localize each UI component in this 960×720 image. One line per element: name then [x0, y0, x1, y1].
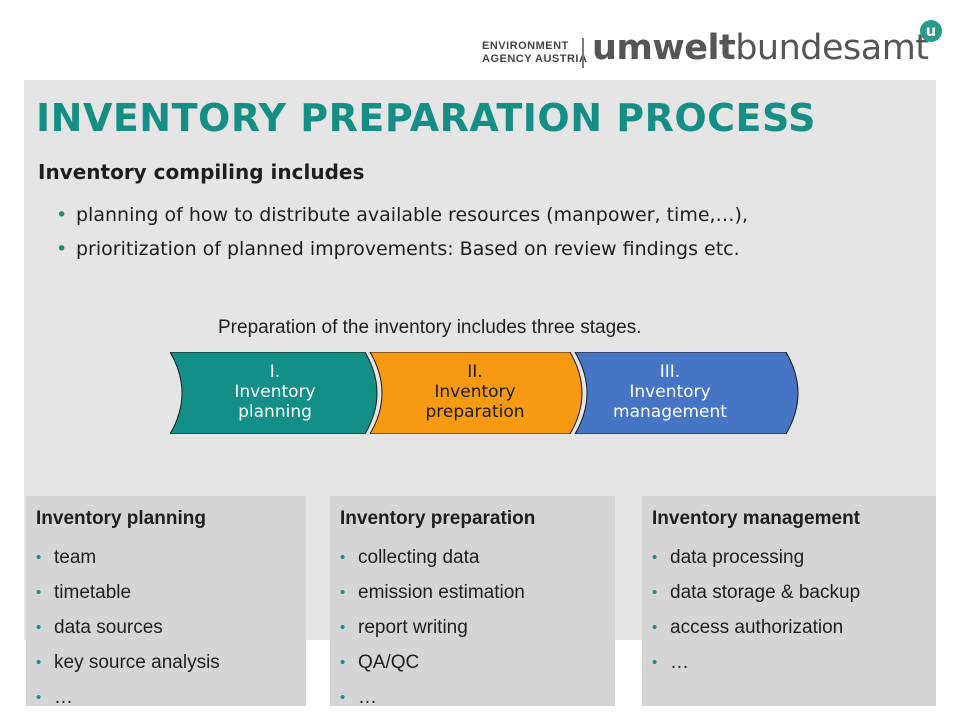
- planning-box-list: team timetable data sources key source a…: [34, 540, 220, 715]
- list-item: team: [34, 540, 220, 575]
- list-item: collecting data: [338, 540, 525, 575]
- stages-diagram: I. Inventory planning II. Inventory prep…: [169, 351, 810, 435]
- slide-subtitle: Inventory compiling includes: [38, 160, 365, 184]
- preparation-box-list: collecting data emission estimation repo…: [338, 540, 525, 715]
- intro-bullet: planning of how to distribute available …: [56, 198, 886, 232]
- stage-1-line1: Inventory: [234, 382, 316, 402]
- list-item: …: [338, 680, 525, 715]
- logo-badge-icon: u: [920, 20, 942, 42]
- intro-bullet-list: planning of how to distribute available …: [56, 198, 886, 266]
- list-item: data storage & backup: [650, 575, 860, 610]
- preparation-box-title: Inventory preparation: [340, 508, 536, 529]
- list-item: …: [650, 645, 860, 680]
- planning-box-title: Inventory planning: [36, 508, 206, 529]
- management-box: Inventory management data processing dat…: [642, 496, 936, 706]
- list-item: …: [34, 680, 220, 715]
- logo-wordmark-light: bundesamt: [735, 28, 929, 68]
- list-item: data sources: [34, 610, 220, 645]
- stage-2-label: II. Inventory preparation: [395, 362, 555, 422]
- stage-3-label: III. Inventory management: [585, 362, 755, 422]
- list-item: report writing: [338, 610, 525, 645]
- logo-tagline-line1: ENVIRONMENT: [482, 40, 569, 52]
- stages-caption: Preparation of the inventory includes th…: [218, 317, 642, 338]
- agency-logo: ENVIRONMENT AGENCY AUSTRIA umweltbundesa…: [482, 18, 942, 74]
- intro-bullet: prioritization of planned improvements: …: [56, 232, 886, 266]
- planning-box: Inventory planning team timetable data s…: [26, 496, 306, 715]
- logo-wordmark-bold: umwelt: [592, 28, 736, 68]
- management-box-title: Inventory management: [652, 508, 860, 529]
- slide-title: INVENTORY PREPARATION PROCESS: [36, 96, 817, 140]
- stage-2-line1: Inventory: [434, 382, 516, 402]
- stage-1-label: I. Inventory planning: [200, 362, 350, 422]
- logo-wordmark: umweltbundesamt: [592, 28, 929, 68]
- list-item: data processing: [650, 540, 860, 575]
- logo-divider: [582, 38, 584, 68]
- stage-2-line2: preparation: [425, 402, 525, 422]
- stage-2-number: II.: [467, 362, 483, 382]
- list-item: emission estimation: [338, 575, 525, 610]
- logo-tagline: ENVIRONMENT AGENCY AUSTRIA: [482, 40, 587, 66]
- stage-3-number: III.: [659, 362, 681, 382]
- list-item: access authorization: [650, 610, 860, 645]
- list-item: QA/QC: [338, 645, 525, 680]
- stage-1-number: I.: [269, 362, 281, 382]
- logo-tagline-line2: AGENCY AUSTRIA: [482, 53, 588, 65]
- preparation-box: Inventory preparation collecting data em…: [330, 496, 615, 715]
- list-item: key source analysis: [34, 645, 220, 680]
- stage-1-line2: planning: [238, 402, 312, 422]
- management-box-list: data processing data storage & backup ac…: [650, 540, 860, 680]
- stage-3-line2: management: [613, 402, 727, 422]
- stage-3-line1: Inventory: [629, 382, 711, 402]
- list-item: timetable: [34, 575, 220, 610]
